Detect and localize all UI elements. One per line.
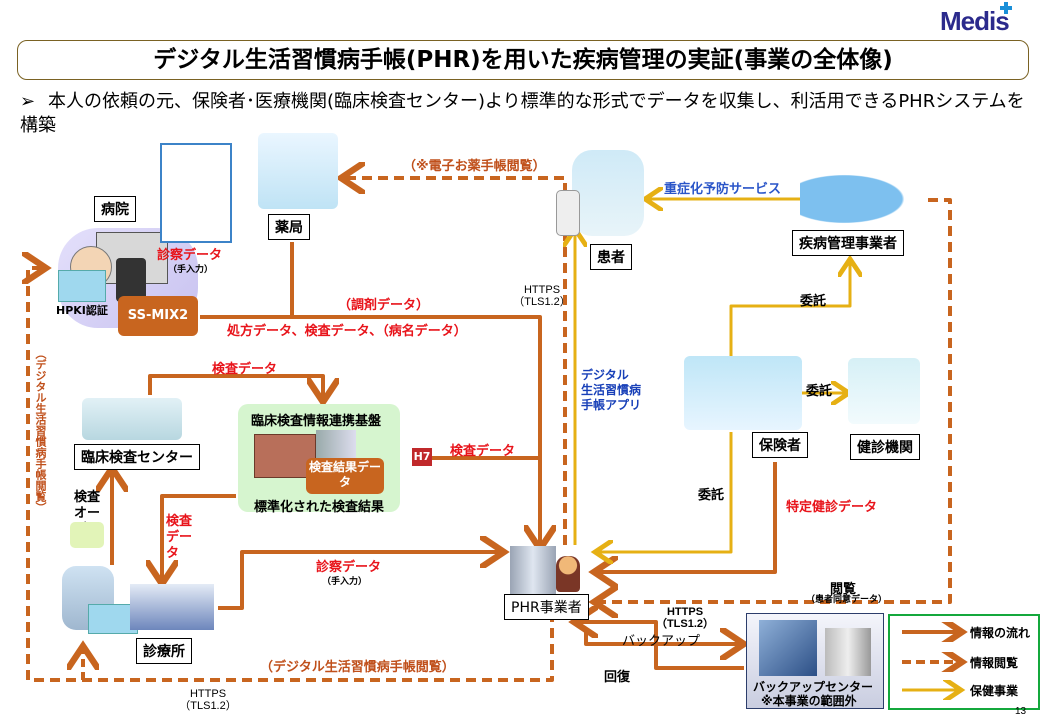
pharmacy-label: 薬局 (268, 214, 310, 240)
hpki-label: HPKI認証 (56, 304, 108, 317)
dispensing-data-label: （調剤データ） (338, 298, 430, 313)
entrust-label-1: 委託 (800, 294, 827, 309)
legend-item-info-view: 情報閲覧 (898, 652, 1038, 672)
page-title: デジタル生活習慣病手帳(PHR)を用いた疾病管理の実証(事業の全体像) (17, 40, 1029, 80)
platform-building-icon (254, 434, 316, 478)
flow-clinic-to-phr (218, 552, 500, 610)
legend-item-info-flow: 情報の流れ (898, 622, 1038, 642)
clinical-lab-illustration (82, 398, 182, 440)
solid-arrow-icon (902, 622, 968, 642)
clinic-building-icon (130, 584, 214, 630)
summary-bullet: ➢本人の依頼の元、保険者･医療機関(臨床検査センター)より標準的な形式でデータを… (20, 91, 1025, 136)
backup-building-icon (759, 620, 817, 676)
entrust-label-2: 委託 (806, 384, 833, 399)
disease-mgmt-illustration (800, 166, 926, 232)
clinical-lab-label: 臨床検査センター (74, 444, 200, 470)
lab-result-database: 検査結果データ (306, 458, 384, 494)
emr-screenshot (160, 143, 232, 243)
backup-note-label: ※本事業の範囲外 (761, 694, 857, 708)
backup-label: バックアップ (622, 634, 701, 649)
severity-prevention-label: 重症化予防サービス (664, 182, 782, 197)
test-tubes-icon (70, 522, 104, 548)
hospital-label: 病院 (94, 196, 136, 222)
cross-icon (1000, 2, 1012, 14)
exam-data-label-clinic: 診察データ (316, 560, 382, 575)
tablet-icon (116, 258, 146, 302)
legend-item-health-program: 保健事業 (898, 680, 1038, 700)
lab-data-label-clinic: 検査データ (166, 514, 193, 561)
health-entrust-phr (598, 432, 733, 552)
backup-server-icon (825, 628, 871, 676)
disease-mgmt-label: 疾病管理事業者 (792, 230, 904, 256)
exam-data-label-hospital: 診察データ (157, 248, 223, 263)
view-label: 閲覧 (830, 582, 857, 597)
https-patient-label: HTTPS （TLS1.2） (513, 284, 571, 308)
clinic-label: 診療所 (136, 638, 192, 664)
view-note-label: （患者同意データ） (806, 595, 888, 605)
medis-logo: Medis (940, 2, 1012, 37)
patient-illustration (572, 150, 644, 236)
view-loop-left (28, 268, 554, 682)
lab-data-label-top: 検査データ (212, 362, 278, 377)
prescription-data-label: 処方データ、検査データ、（病名データ） (227, 324, 467, 339)
pharmacy-illustration (258, 133, 338, 209)
https-bottom-label: HTTPS （TLS1.2） (179, 688, 237, 712)
page-number: 13 (1015, 706, 1027, 717)
flow-hospital-to-phr (200, 315, 540, 545)
manual-input-label-1: （手入力） (168, 265, 214, 275)
smartphone-icon (556, 190, 580, 236)
view-disease-mgmt (598, 198, 952, 602)
insurer-label: 保険者 (752, 432, 808, 458)
phr-provider-label: PHR事業者 (504, 594, 589, 620)
entrust-label-3: 委託 (698, 488, 725, 503)
view-pharmacy (345, 178, 567, 545)
https-backup-label: HTTPS （TLS1.2） (655, 606, 715, 630)
manual-input-label-2: （手入力） (322, 577, 368, 587)
ssmix2-database: SS-MIX2 (118, 296, 198, 336)
specific-checkup-data-label: 特定健診データ (786, 500, 878, 515)
insurer-illustration (684, 356, 802, 430)
yellow-arrow-icon (902, 680, 968, 700)
flow-lab-to-platform (148, 374, 323, 398)
flow-insurer-to-phr (598, 462, 777, 572)
phr-person-icon (556, 556, 580, 592)
clinic-card-icon (88, 604, 138, 634)
phr-building-icon (510, 546, 556, 594)
legend: 情報の流れ 情報閲覧 保健事業 (888, 614, 1040, 710)
backup-center-label: バックアップセンター (753, 680, 874, 694)
lab-data-label-hl7: 検査データ (450, 444, 516, 459)
backup-center: バックアップセンター ※本事業の範囲外 (746, 613, 884, 709)
dlh-view-vertical-label: （デジタル生活習慣病手帳閲覧） (34, 348, 47, 513)
bullet-arrow-icon: ➢ (20, 91, 36, 112)
platform-caption: 標準化された検査結果 (254, 500, 385, 515)
flow-platform-to-clinic (162, 494, 236, 580)
epharmacy-view-label: （※電子お薬手帳閲覧） (403, 159, 546, 174)
platform-title: 臨床検査情報連携基盤 (251, 414, 382, 429)
patient-label: 患者 (590, 244, 632, 270)
hpki-card-icon (58, 270, 106, 302)
hl7-badge: H7 (412, 448, 432, 466)
restore-label: 回復 (604, 670, 631, 685)
checkup-illustration (848, 358, 920, 424)
dashed-arrow-icon (902, 652, 968, 672)
checkup-org-label: 健診機関 (850, 434, 920, 460)
app-name-label: デジタル 生活習慣病 手帳アプリ (581, 368, 642, 412)
dlh-view-bottom-label: （デジタル生活習慣病手帳閲覧） (260, 660, 455, 675)
health-entrust-disease (729, 262, 850, 370)
